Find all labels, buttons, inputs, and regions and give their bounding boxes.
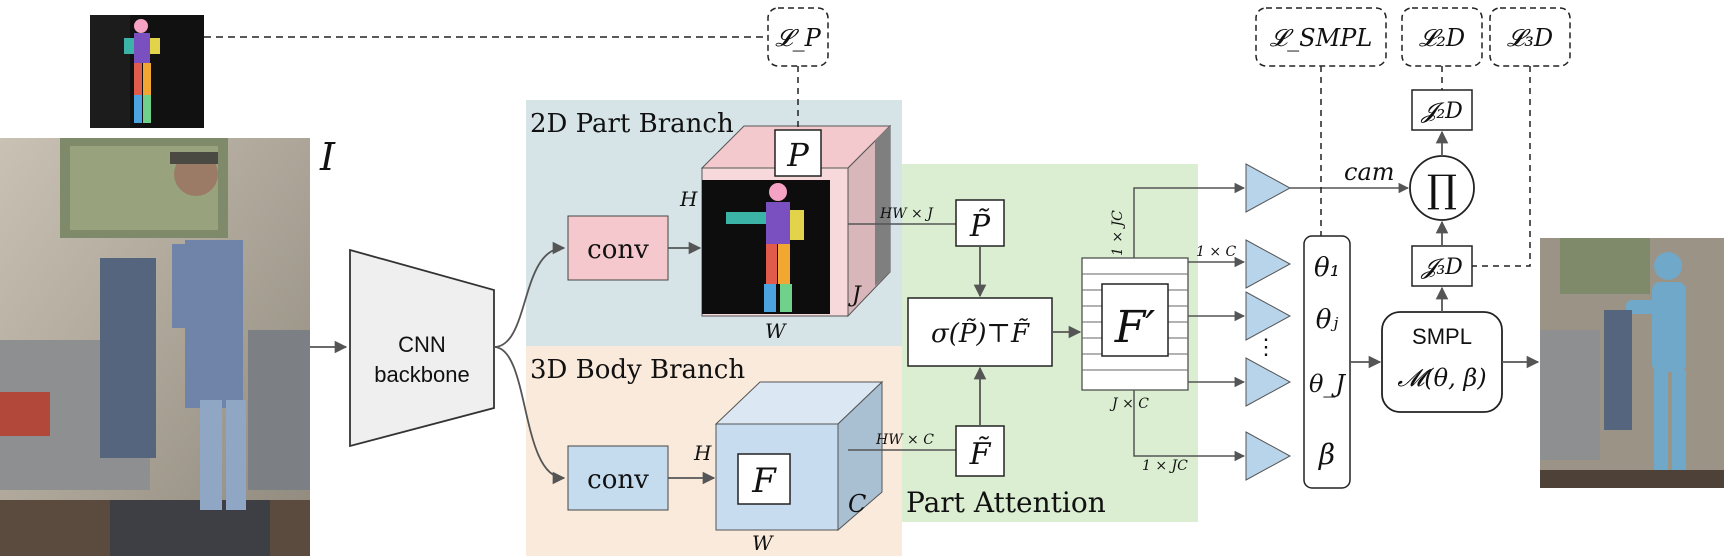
p-tilde-label: P̃ (969, 209, 991, 244)
backbone-label-1: CNN (398, 332, 446, 357)
body-output-label: F (751, 461, 777, 501)
beta-head (1245, 431, 1292, 481)
part-conv-label: conv (587, 235, 649, 265)
cam-label: cam (1344, 158, 1395, 186)
image-label: I (319, 135, 336, 179)
output-mesh-render (1540, 238, 1724, 488)
j2d-box (1411, 89, 1473, 131)
smpl-function-label: 𝓜(θ, β) (1397, 364, 1486, 392)
part-dim-j: J (848, 283, 862, 308)
loss-p-box (767, 7, 829, 67)
part-branch-title: 2D Part Branch (530, 109, 734, 139)
body-dim-w: W (752, 531, 774, 555)
thetaJ-head (1245, 357, 1292, 407)
loss-p-label: 𝓛_P (775, 24, 821, 52)
dim-1xjc-top: 1 × JC (1110, 210, 1126, 256)
feature-to-beta-line (1133, 390, 1246, 462)
theta-1-label: θ₁ (1314, 253, 1340, 283)
part-output-label-box (774, 129, 822, 177)
part-dim-w: W (765, 319, 787, 343)
part-dim-h: H (679, 187, 698, 211)
backbone-label-2: backbone (374, 362, 469, 387)
part-segmentation-thumbnail (90, 15, 204, 128)
dim-1xjc-bottom: 1 × JC (1142, 458, 1188, 474)
cnn-backbone (349, 248, 495, 448)
backbone-to-part-conv-arrow (493, 241, 566, 348)
body-dim-h: H (693, 441, 712, 465)
theta-j-label: θⱼ (1316, 305, 1339, 335)
dim-1xc: 1 × C (1196, 244, 1237, 260)
thetaj-head (1245, 291, 1292, 341)
part-output-cube (700, 124, 892, 318)
loss-smpl-label: 𝓛_SMPL (1270, 24, 1373, 52)
f-tilde-label: F̃ (969, 437, 992, 472)
loss-3d-box (1489, 7, 1571, 67)
body-branch-title: 3D Body Branch (530, 355, 745, 385)
body-output-label-box (737, 453, 791, 505)
dim-jxc: J × C (1109, 396, 1149, 412)
body-dim-c: C (848, 490, 866, 518)
f-tilde-box (955, 425, 1005, 477)
body-output-cube (714, 380, 884, 532)
p-tilde-box (955, 199, 1005, 247)
loss-2d-label: 𝓛₂D (1419, 24, 1465, 52)
part-output-label: P (786, 136, 809, 174)
part-conv (567, 215, 669, 281)
beta-label: β (1318, 438, 1335, 471)
input-image (0, 138, 310, 556)
j3d-label: 𝓙₃D (1420, 255, 1463, 280)
attention-feature-label: F′ (1114, 302, 1156, 353)
theta-J-label: θ_J (1309, 370, 1346, 398)
body-reshape-label: HW × C (875, 432, 934, 448)
projection-label: ∏ (1427, 167, 1457, 211)
backbone-to-body-conv-arrow (493, 346, 566, 485)
l3d-connector (1472, 66, 1531, 267)
j2d-label: 𝓙₂D (1420, 99, 1463, 124)
attention-feature-stack (1081, 257, 1189, 391)
cam-head (1245, 163, 1292, 213)
loss-3d-label: 𝓛₃D (1507, 24, 1553, 52)
feature-to-cam-line (1133, 182, 1246, 258)
theta1-head (1245, 239, 1292, 289)
head-dots: ⋮ (1255, 335, 1277, 360)
body-conv (567, 445, 669, 511)
body-conv-label: conv (587, 465, 649, 495)
attention-op-box (907, 297, 1053, 367)
attention-title: Part Attention (906, 486, 1106, 519)
loss-2d-box (1401, 7, 1483, 67)
smpl-label: SMPL (1412, 324, 1472, 349)
attention-op-label: σ(P̃)⊤F̃ (931, 318, 1030, 349)
part-reshape-label: HW × J (879, 206, 934, 222)
